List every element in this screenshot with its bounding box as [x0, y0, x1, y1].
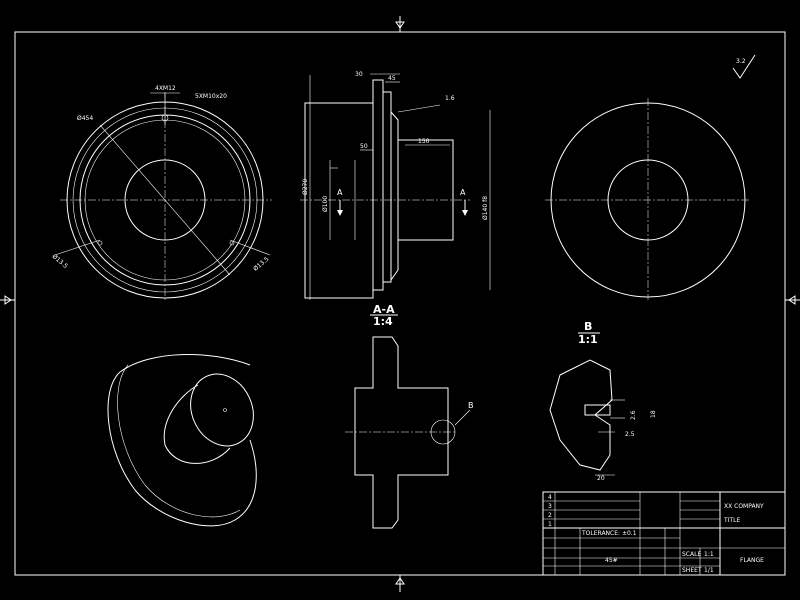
sheet-center-markers [0, 16, 800, 592]
section-cut-right: A [460, 188, 466, 197]
dim-150: 150 [418, 138, 430, 145]
section-cut-left: A [337, 188, 343, 197]
dim-1-6: 1.6 [445, 95, 455, 102]
sheet-label: SHEET [682, 567, 702, 574]
detail-dim-2-5: 2.5 [625, 431, 635, 438]
front-dim-outer: Ø454 [77, 115, 93, 122]
scale-label: SCALE [682, 551, 701, 558]
detail-view-b: B 1:1 2.6 18 2.5 20 [549, 320, 657, 482]
detail-dim-18: 18 [650, 410, 657, 418]
rev-row-4: 4 [548, 494, 552, 501]
roughness-value: 3.2 [736, 58, 746, 65]
section-title: A-A [373, 303, 395, 316]
sheet-value: 1/1 [704, 567, 714, 574]
part-name: FLANGE [740, 557, 764, 564]
dim-phi140: Ø140 f8 [482, 196, 489, 220]
dim-50: 50 [360, 143, 368, 150]
front-dim-right: Ø13.5 [252, 256, 270, 273]
dim-phi270: Ø270 [302, 179, 309, 195]
dim-30: 30 [355, 71, 363, 78]
dim-45: 45 [388, 75, 396, 82]
rev-row-2: 2 [548, 512, 552, 519]
material: 45# [605, 557, 618, 564]
drawing-border [14, 31, 786, 576]
detail-scale: 1:1 [578, 333, 598, 346]
company: XX COMPANY [724, 503, 764, 510]
isometric-view [107, 354, 257, 527]
sectional-profile: B [345, 336, 474, 529]
title-label: TITLE [723, 517, 740, 524]
front-dim-hole: 4XM12 [155, 85, 176, 92]
section-scale: 1:4 [373, 315, 393, 328]
title-block: 4 3 2 1 TOLERANCE: ±0.1 45# TITLE XX COM… [542, 491, 786, 576]
rev-row-3: 3 [548, 503, 552, 510]
tolerance-note: TOLERANCE: ±0.1 [581, 530, 637, 537]
detail-dim-20: 20 [597, 475, 605, 482]
side-view [545, 98, 750, 300]
front-view: Ø454 4XM12 5XM10x20 Ø13.5 Ø13.5 [51, 85, 272, 300]
front-dim-thread: 5XM10x20 [195, 93, 227, 100]
detail-title: B [584, 320, 592, 333]
rev-row-1: 1 [548, 521, 552, 528]
dim-phi100: Ø100 [322, 196, 329, 212]
detail-dim-2-6: 2.6 [630, 410, 637, 420]
front-dim-left: Ø13.5 [51, 253, 69, 270]
section-view-aa: A A 30 45 1.6 150 50 Ø270 Ø100 Ø140 f8 A… [300, 71, 491, 328]
profile-callout: B [468, 401, 474, 410]
roughness-symbol: 3.2 [732, 54, 756, 79]
scale-value: 1:1 [704, 551, 714, 558]
